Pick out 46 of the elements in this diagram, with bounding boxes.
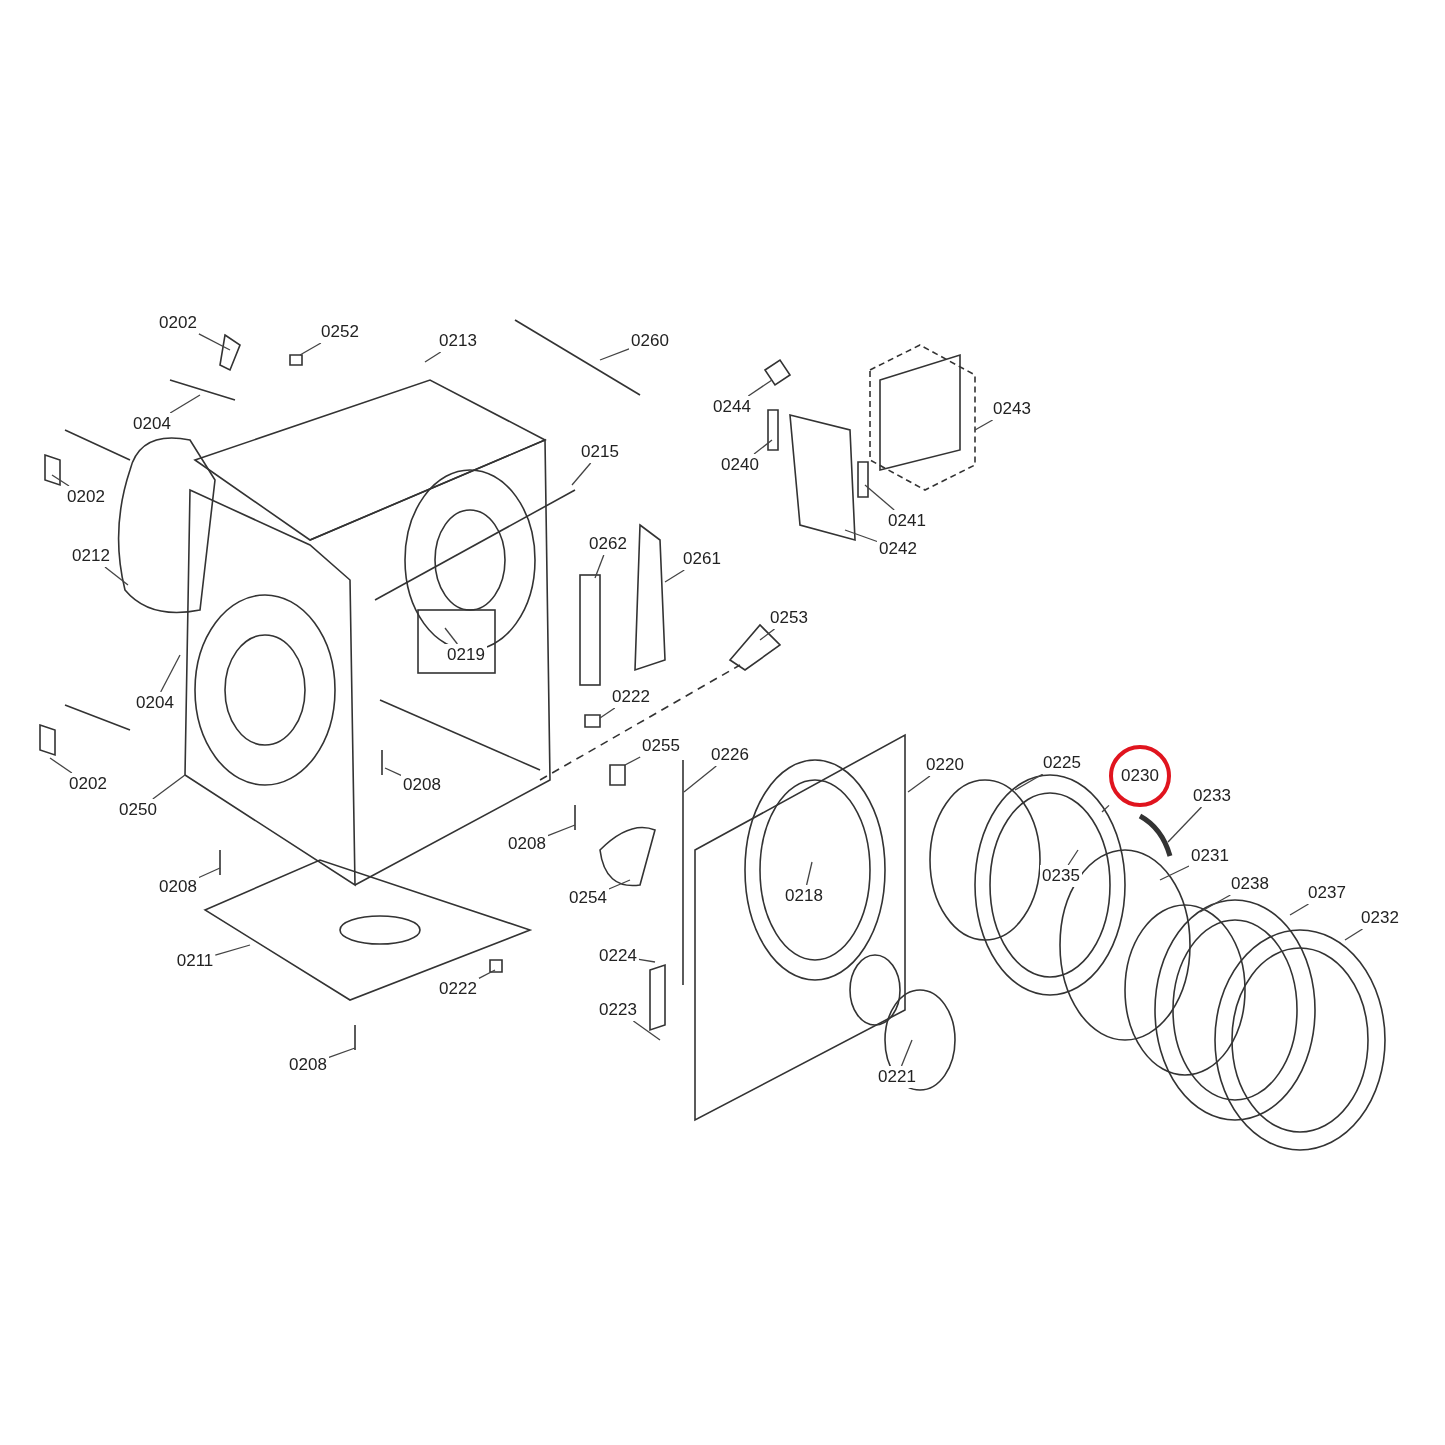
leader-line — [974, 419, 994, 431]
leader-line — [900, 1039, 913, 1067]
leader-line — [753, 439, 773, 455]
leader-line — [683, 765, 717, 793]
leader-line — [198, 333, 231, 351]
leader-line — [1289, 903, 1310, 916]
leader-line — [328, 1047, 356, 1059]
leader-line — [638, 958, 656, 963]
leader-line — [160, 654, 181, 693]
leader-line — [624, 756, 641, 766]
leader-line — [444, 627, 459, 645]
leader-line — [1067, 849, 1079, 866]
leader-line — [478, 969, 496, 979]
leader-line — [632, 1020, 661, 1041]
leader-line — [1014, 773, 1044, 791]
leader-line — [594, 554, 605, 579]
leader-line — [759, 628, 776, 641]
leader-line — [747, 379, 773, 397]
callout-number: 0221 — [876, 1066, 918, 1088]
leader-line — [299, 342, 322, 356]
leader-line — [1167, 806, 1203, 843]
leader-line — [198, 867, 221, 879]
leader-line — [599, 707, 616, 719]
leader-line — [49, 757, 73, 774]
leader-line — [152, 774, 186, 800]
leader-line — [805, 861, 813, 886]
callout-number: 0235 — [1040, 865, 1082, 887]
leader-line — [1159, 865, 1190, 881]
leader-line — [424, 351, 442, 363]
leader-line — [864, 484, 895, 511]
leader-line — [169, 394, 201, 414]
leader-line — [664, 569, 685, 583]
leader-line — [384, 767, 402, 777]
leader-line — [51, 474, 70, 487]
leader-line — [1101, 804, 1110, 813]
leader-line — [1199, 894, 1232, 913]
leader-line — [608, 879, 631, 890]
leader-line — [907, 775, 931, 793]
circled-callout-number: 0230 — [1109, 745, 1171, 807]
leader-line — [571, 462, 592, 486]
leader-line — [599, 348, 630, 361]
leader-line — [214, 944, 251, 956]
leader-line — [844, 529, 878, 543]
leader-line — [1344, 928, 1364, 941]
leader-line — [547, 824, 576, 837]
leader-line — [104, 566, 129, 586]
